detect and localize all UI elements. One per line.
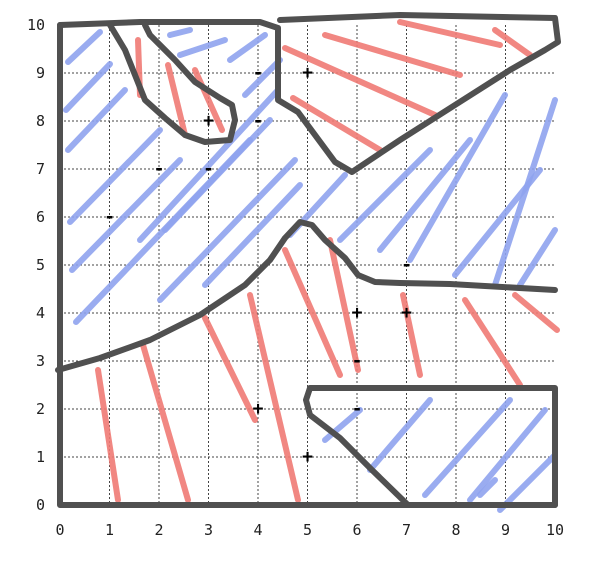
hatch-stroke bbox=[157, 157, 298, 303]
hatch-stroke bbox=[242, 57, 283, 98]
x-tick-label: 1 bbox=[105, 521, 114, 539]
hatch-stroke bbox=[467, 407, 548, 503]
outer-boundary bbox=[57, 12, 561, 175]
y-tick-label: 6 bbox=[36, 208, 45, 226]
x-tick-label: 3 bbox=[204, 521, 213, 539]
hatch-stroke bbox=[247, 292, 301, 503]
hatch-stroke bbox=[327, 237, 361, 373]
hatch-stroke bbox=[177, 37, 228, 58]
positive-region-hatching bbox=[95, 19, 560, 503]
hatch-stroke bbox=[282, 45, 438, 118]
negative-point: - bbox=[253, 111, 264, 132]
hatch-stroke bbox=[422, 397, 513, 498]
y-tick-label: 2 bbox=[36, 400, 45, 418]
y-tick-label: 9 bbox=[36, 64, 45, 82]
x-tick-label: 2 bbox=[154, 521, 163, 539]
x-tick-label: 10 bbox=[546, 521, 564, 539]
positive-point: + bbox=[401, 303, 412, 324]
lower-right-box bbox=[303, 385, 558, 508]
hatch-stroke bbox=[400, 292, 423, 378]
y-tick-label: 4 bbox=[36, 304, 45, 322]
hatch-stroke bbox=[162, 117, 273, 233]
x-tick-label: 8 bbox=[451, 521, 460, 539]
y-tick-label: 0 bbox=[36, 496, 45, 514]
hatch-stroke bbox=[69, 157, 183, 273]
hatch-stroke bbox=[192, 67, 225, 133]
positive-point: + bbox=[253, 399, 264, 420]
positive-point: + bbox=[352, 303, 363, 324]
hatch-stroke bbox=[497, 452, 558, 513]
y-tick-label: 10 bbox=[27, 16, 45, 34]
hatch-stroke bbox=[65, 87, 128, 153]
negative-point: - bbox=[352, 399, 363, 420]
x-axis-ticks: 0 1 2 3 4 5 6 7 8 9 10 bbox=[55, 521, 564, 539]
y-tick-label: 7 bbox=[36, 160, 45, 178]
positive-point: + bbox=[302, 63, 313, 84]
y-axis-ticks: 0 1 2 3 4 5 6 7 8 9 10 bbox=[27, 16, 45, 514]
hatch-stroke bbox=[95, 367, 121, 503]
hatch-stroke bbox=[367, 397, 433, 473]
hatch-stroke bbox=[137, 87, 281, 243]
x-tick-label: 4 bbox=[253, 521, 262, 539]
data-point-marks: + + + + + + - - - - - - - - bbox=[104, 63, 412, 468]
y-tick-label: 5 bbox=[36, 256, 45, 274]
hatch-stroke bbox=[477, 477, 498, 498]
y-tick-label: 8 bbox=[36, 112, 45, 130]
negative-point: - bbox=[352, 351, 363, 372]
hatch-stroke bbox=[492, 97, 558, 288]
hatch-stroke bbox=[407, 92, 508, 263]
negative-point: - bbox=[401, 255, 412, 276]
hatch-stroke bbox=[165, 62, 188, 138]
hatch-stroke bbox=[337, 147, 433, 243]
hatch-stroke bbox=[67, 127, 163, 225]
pocket-boundary bbox=[107, 22, 238, 145]
hatch-stroke bbox=[397, 19, 503, 48]
positive-point: + bbox=[203, 111, 214, 132]
x-tick-label: 6 bbox=[352, 521, 361, 539]
decision-boundaries bbox=[55, 12, 561, 508]
x-tick-label: 9 bbox=[501, 521, 510, 539]
negative-point: - bbox=[104, 207, 115, 228]
negative-point: - bbox=[154, 159, 165, 180]
hatch-stroke bbox=[65, 29, 103, 65]
hatch-stroke bbox=[140, 342, 191, 503]
hatch-stroke bbox=[167, 27, 193, 38]
y-tick-label: 3 bbox=[36, 352, 45, 370]
hatch-stroke bbox=[512, 292, 560, 333]
hatch-stroke bbox=[517, 227, 558, 288]
x-tick-label: 0 bbox=[55, 521, 64, 539]
hatch-stroke bbox=[377, 137, 473, 253]
hatch-stroke bbox=[322, 407, 363, 443]
hatch-stroke bbox=[492, 27, 533, 58]
negative-point: - bbox=[253, 63, 264, 84]
middle-boundary bbox=[55, 219, 558, 373]
hatch-stroke bbox=[227, 32, 268, 63]
x-tick-label: 5 bbox=[303, 521, 312, 539]
y-tick-label: 1 bbox=[36, 448, 45, 466]
x-tick-label: 7 bbox=[402, 521, 411, 539]
hatch-stroke bbox=[202, 315, 258, 423]
hatch-stroke bbox=[282, 247, 343, 378]
hatch-stroke bbox=[202, 182, 303, 288]
hatch-stroke bbox=[290, 95, 383, 153]
negative-point: - bbox=[203, 159, 214, 180]
hatch-stroke bbox=[322, 32, 463, 78]
hatch-stroke bbox=[462, 297, 523, 388]
negative-region-hatching bbox=[63, 27, 558, 513]
positive-point: + bbox=[302, 447, 313, 468]
hatch-stroke bbox=[63, 61, 113, 113]
